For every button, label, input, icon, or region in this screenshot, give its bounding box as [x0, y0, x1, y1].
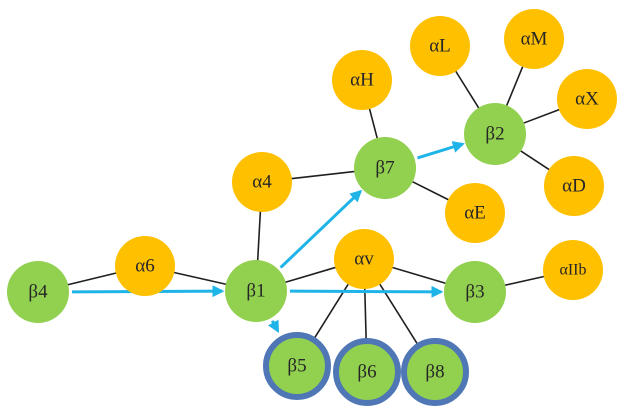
node-aE-circle — [445, 183, 505, 243]
node-b1: β1 — [225, 260, 287, 322]
node-aL-label: αL — [429, 35, 451, 56]
edge-av-b3 — [390, 266, 448, 285]
node-b2: β2 — [464, 103, 526, 165]
node-b2-label: β2 — [485, 123, 504, 144]
nodes-layer: β4 α6 β1 α4 β7 αH αE αL αM αX β2 αD αv β3 αIIb β5 β6 β8 — [7, 9, 617, 406]
arrow-b1-to-b3 — [289, 285, 444, 298]
node-aX-circle — [557, 69, 617, 129]
node-b8: β8 — [401, 338, 469, 406]
edge-a6-b1 — [172, 271, 228, 286]
node-b6: β6 — [333, 338, 401, 406]
edge-aD-b2 — [518, 149, 552, 172]
node-aIIb-circle — [543, 240, 603, 300]
node-a6-label: α6 — [135, 255, 154, 276]
node-aM-circle — [504, 9, 564, 69]
node-a6-circle — [115, 236, 175, 296]
node-b4-label: β4 — [28, 281, 48, 302]
node-a4-label: α4 — [252, 171, 272, 192]
edge-b1-av — [283, 266, 338, 284]
node-av: αv — [334, 229, 394, 289]
node-b5-label: β5 — [287, 355, 306, 376]
edge-aL-b2 — [454, 69, 481, 110]
node-aX-label: αX — [575, 88, 599, 109]
node-b7: β7 — [354, 137, 416, 199]
node-b3-label: β3 — [465, 281, 484, 302]
edge-aM-b2 — [505, 64, 525, 108]
node-a6: α6 — [115, 236, 175, 296]
edge-b4-a6 — [65, 271, 118, 286]
node-b3: β3 — [444, 261, 506, 323]
node-aD-label: αD — [562, 175, 586, 196]
node-b1-label: β1 — [246, 280, 265, 301]
arrow-b1-to-b7 — [279, 189, 363, 269]
node-aX: αX — [557, 69, 617, 129]
node-av-circle — [334, 229, 394, 289]
edge-av-b6 — [363, 286, 368, 344]
edge-b3-aIIb — [503, 275, 546, 287]
node-b5-circle — [263, 332, 331, 400]
node-b7-label: β7 — [375, 157, 394, 178]
node-aL-circle — [410, 16, 470, 76]
node-b6-label: β6 — [357, 361, 376, 382]
edge-b7-aE — [410, 180, 451, 202]
arrow-b1-to-b5 — [267, 319, 280, 334]
node-b6-circle — [333, 338, 401, 406]
node-b3-circle — [444, 261, 506, 323]
node-b4-circle — [7, 261, 69, 323]
node-aL: αL — [410, 16, 470, 76]
node-aD: αD — [544, 156, 604, 216]
node-b8-label: β8 — [425, 361, 444, 382]
node-aM-label: αM — [521, 28, 548, 49]
node-b5: β5 — [263, 332, 331, 400]
node-aD-circle — [544, 156, 604, 216]
edge-av-b8 — [378, 282, 421, 348]
node-aH: αH — [332, 50, 392, 110]
edge-aX-b2 — [521, 108, 562, 125]
edge-aH-b7 — [368, 106, 379, 141]
node-b1-circle — [225, 260, 287, 322]
node-aIIb-label: αIIb — [559, 262, 586, 279]
node-aM: αM — [504, 9, 564, 69]
node-av-label: αv — [354, 248, 374, 269]
edge-a4-b1 — [256, 209, 262, 263]
node-b7-circle — [354, 137, 416, 199]
node-aH-circle — [332, 50, 392, 110]
node-aE-label: αE — [464, 202, 486, 223]
edge-a4-b7 — [289, 170, 357, 180]
node-aH-label: αH — [350, 69, 374, 90]
node-a4-circle — [232, 152, 292, 212]
node-b8-circle — [401, 338, 469, 406]
node-b2-circle — [464, 103, 526, 165]
node-aE: αE — [445, 183, 505, 243]
node-aIIb: αIIb — [543, 240, 603, 300]
node-a4: α4 — [232, 152, 292, 212]
arrow-b7-to-b2 — [417, 141, 465, 160]
node-b4: β4 — [7, 261, 69, 323]
